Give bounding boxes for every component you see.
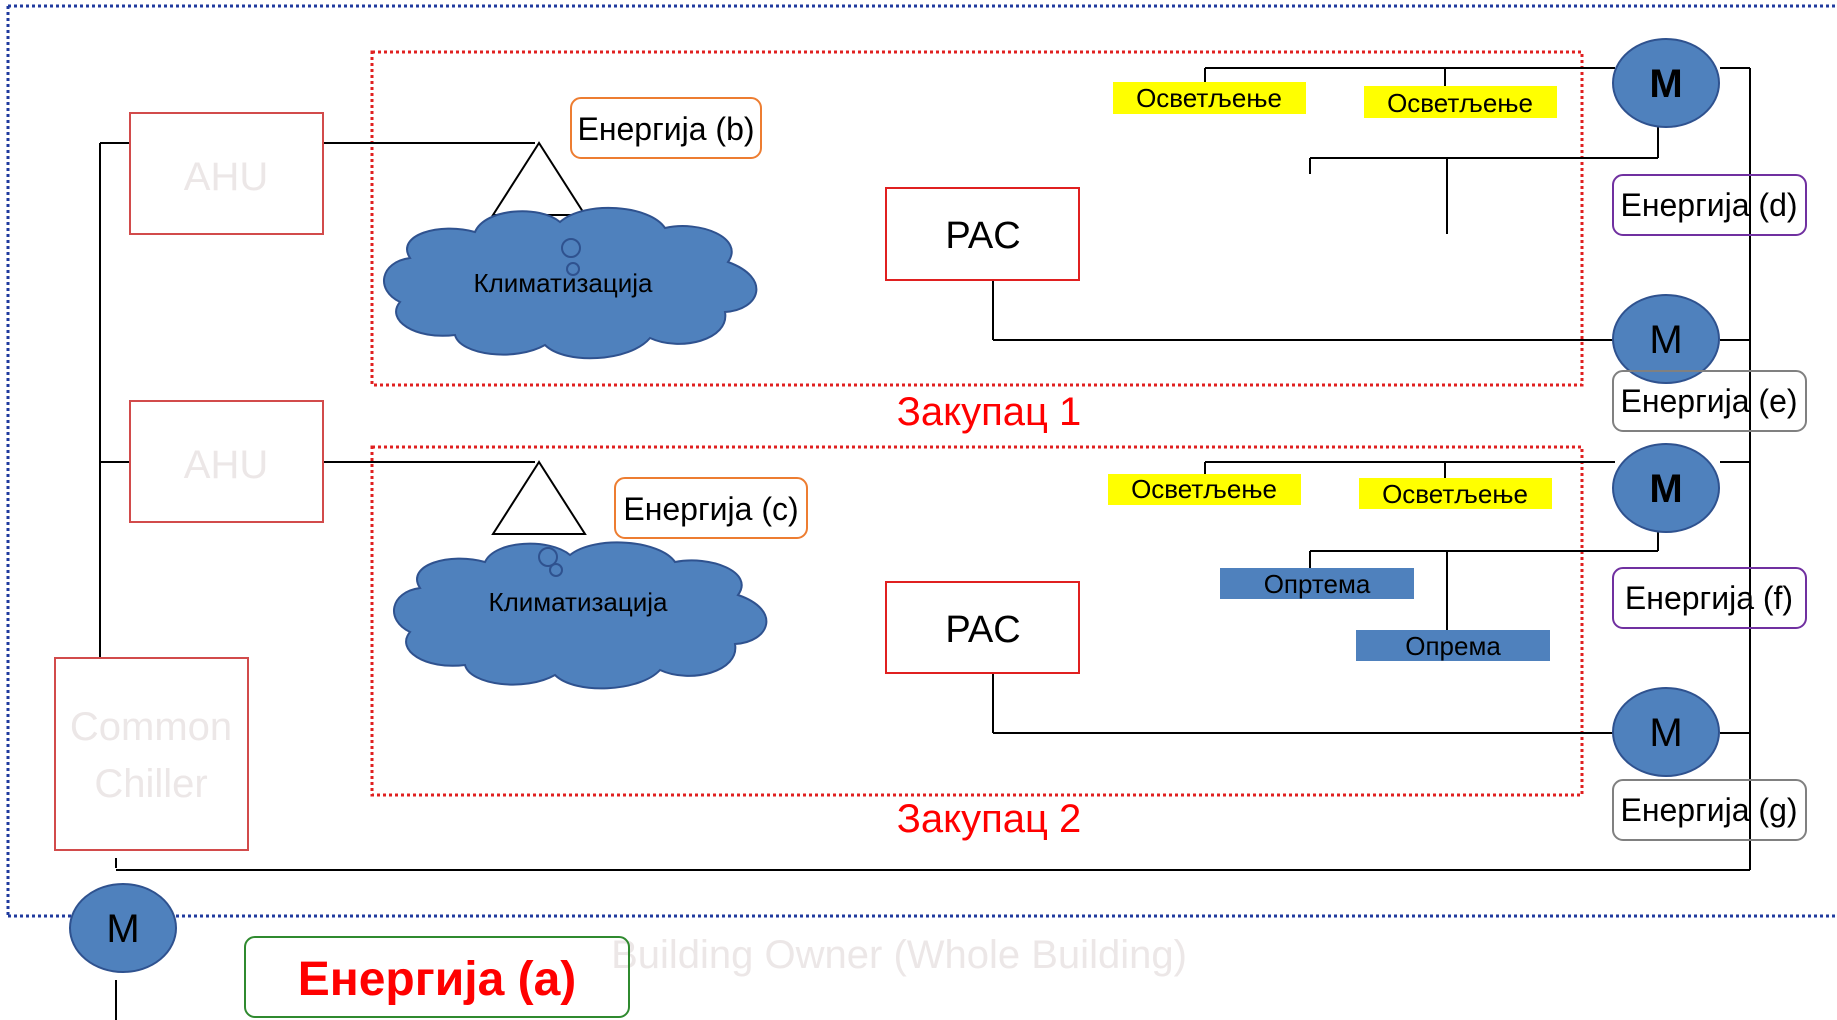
energy-d-box: Енергија (d) [1612,174,1807,236]
energy-e-label: Енергија (e) [1620,383,1797,419]
tenant-2-label: Закупац 2 [897,797,1082,841]
meter-2-label: M [1649,318,1682,362]
equipment-2b-label: Опрема [1405,631,1501,661]
meter-3: M [1612,443,1720,533]
meter-1: M [1612,38,1720,128]
energy-d-label: Енергија (d) [1620,187,1797,223]
lighting-2b: Осветљење [1359,478,1552,509]
tenant-1-area [370,50,1584,387]
energy-a-label: Енергија (a) [298,953,577,1006]
climatization-cloud-2: Климатизација [393,541,768,690]
ahu-top-label: AHU [184,155,268,199]
ahu-top: AHU [129,112,324,235]
lighting-1a-label: Осветљење [1136,83,1282,113]
meter-2: M [1612,294,1720,384]
lighting-1a: Осветљење [1113,82,1306,114]
energy-a-box: Енергија (a) [244,936,630,1018]
pac-2-label: PAC [945,609,1020,651]
diffuser-triangle-1 [491,141,587,216]
energy-f-box: Енергија (f) [1612,567,1807,629]
climatization-cloud-1: Климатизација [383,206,758,360]
lighting-2b-label: Осветљење [1382,479,1528,509]
energy-b-box: Енергија (b) [570,97,762,159]
tenant-1-label: Закупац 1 [897,390,1082,434]
meter-main: M [69,883,177,973]
ahu-bottom-label: AHU [184,443,268,487]
energy-g-box: Енергија (g) [1612,779,1807,841]
climatization-label-2: Климатизација [488,587,668,617]
building-owner-label: Building Owner (Whole Building) [611,933,1187,977]
energy-c-box: Енергија (c) [614,477,808,539]
energy-e-box: Енергија (e) [1612,370,1807,432]
building-boundary [6,4,1837,918]
chiller-label-line1: Common [70,705,232,749]
ahu-bottom: AHU [129,400,324,523]
equipment-2a: Опртема [1220,568,1414,599]
energy-g-label: Енергија (g) [1620,792,1797,828]
energy-c-label: Енергија (c) [623,491,798,527]
energy-f-label: Енергија (f) [1625,580,1793,616]
meter-4: M [1612,687,1720,777]
equipment-2a-label: Опртема [1264,569,1371,599]
meter-1-label: M [1649,62,1682,106]
pac-2: PAC [885,581,1080,674]
lighting-2a: Осветљење [1108,474,1301,505]
pac-1: PAC [885,187,1080,281]
lighting-2a-label: Осветљење [1131,474,1277,504]
chiller-label-line2: Chiller [94,762,207,806]
climatization-label-1: Климатизација [473,268,653,298]
diffuser-triangle-2 [491,460,587,535]
meter-main-label: M [106,907,139,951]
lighting-1b: Осветљење [1364,86,1557,118]
common-chiller: Common Chiller [54,657,249,851]
connection-lines [99,67,1751,1020]
energy-b-label: Енергија (b) [577,111,754,147]
tenant-2-area [370,445,1584,797]
meter-3-label: M [1649,467,1682,511]
pac-1-label: PAC [945,215,1020,257]
lighting-1b-label: Осветљење [1387,88,1533,118]
meter-4-label: M [1649,711,1682,755]
equipment-2b: Опрема [1356,630,1550,661]
